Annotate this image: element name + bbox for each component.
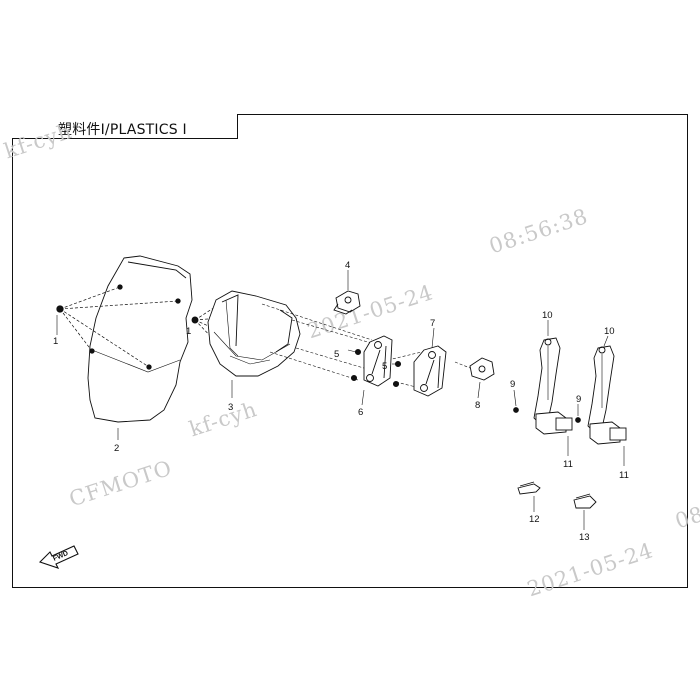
pad-part-13 — [573, 493, 597, 509]
bracket-part-7 — [413, 345, 447, 397]
callout-9a: 9 — [510, 379, 515, 390]
inner-panel — [207, 290, 301, 377]
bracket-part-6 — [363, 335, 393, 387]
windshield — [87, 255, 193, 423]
clamp-part-8 — [469, 357, 495, 381]
callout-8: 8 — [475, 400, 480, 411]
callout-7: 7 — [430, 318, 435, 329]
screws-part-9 — [513, 407, 581, 423]
diagram-frame — [12, 114, 688, 588]
arm-part-10-left — [533, 337, 573, 435]
pad-part-12 — [517, 481, 541, 495]
callout-10a: 10 — [542, 310, 553, 321]
fwd-arrow-icon — [38, 545, 79, 569]
callout-9b: 9 — [576, 394, 581, 405]
callout-1b: 1 — [186, 326, 191, 337]
callout-leaders — [117, 270, 625, 530]
callout-3: 3 — [228, 402, 233, 413]
callout-2: 2 — [114, 443, 119, 454]
callout-13: 13 — [579, 532, 590, 543]
callout-10b: 10 — [604, 326, 615, 337]
callout-1a: 1 — [53, 336, 58, 347]
callout-6: 6 — [358, 407, 363, 418]
callout-11b: 11 — [619, 470, 629, 481]
clamp-part-4 — [333, 290, 361, 315]
title-box — [12, 114, 238, 139]
screw-left — [56, 286, 179, 368]
page-title: 塑料件Ⅰ/PLASTICS Ⅰ — [58, 122, 187, 138]
callout-5b: 5 — [382, 361, 387, 372]
callout-12: 12 — [529, 514, 540, 525]
callout-5a: 5 — [334, 349, 339, 360]
callout-11a: 11 — [563, 459, 573, 470]
nuts-part-5 — [350, 348, 402, 388]
callout-4: 4 — [345, 260, 350, 271]
arm-part-10-right — [587, 345, 627, 445]
